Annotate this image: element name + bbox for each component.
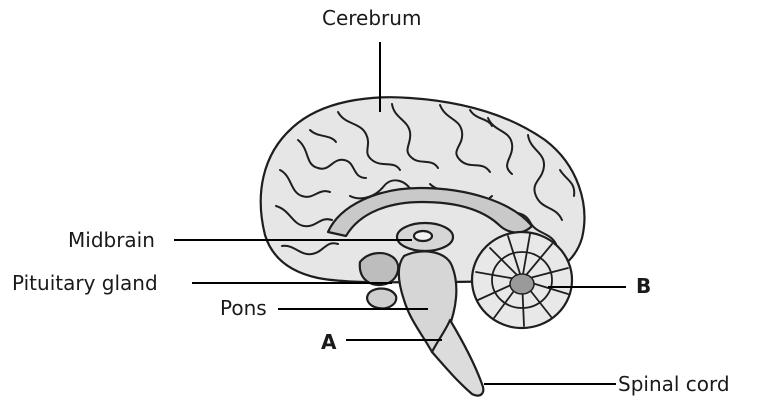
cerebrum-label: Cerebrum (322, 6, 421, 30)
cerebellum-core (510, 274, 534, 294)
b-label: B (636, 274, 651, 298)
midbrain-core (414, 231, 432, 241)
spinal-cord-label: Spinal cord (618, 372, 730, 396)
pituitary-gland-label: Pituitary gland (12, 271, 158, 295)
pituitary-lobe (367, 289, 396, 309)
midbrain-label: Midbrain (68, 228, 155, 252)
brain-illustration (261, 97, 585, 395)
pons-label: Pons (220, 296, 267, 320)
a-label: A (321, 330, 336, 354)
pituitary-shape (360, 253, 398, 285)
